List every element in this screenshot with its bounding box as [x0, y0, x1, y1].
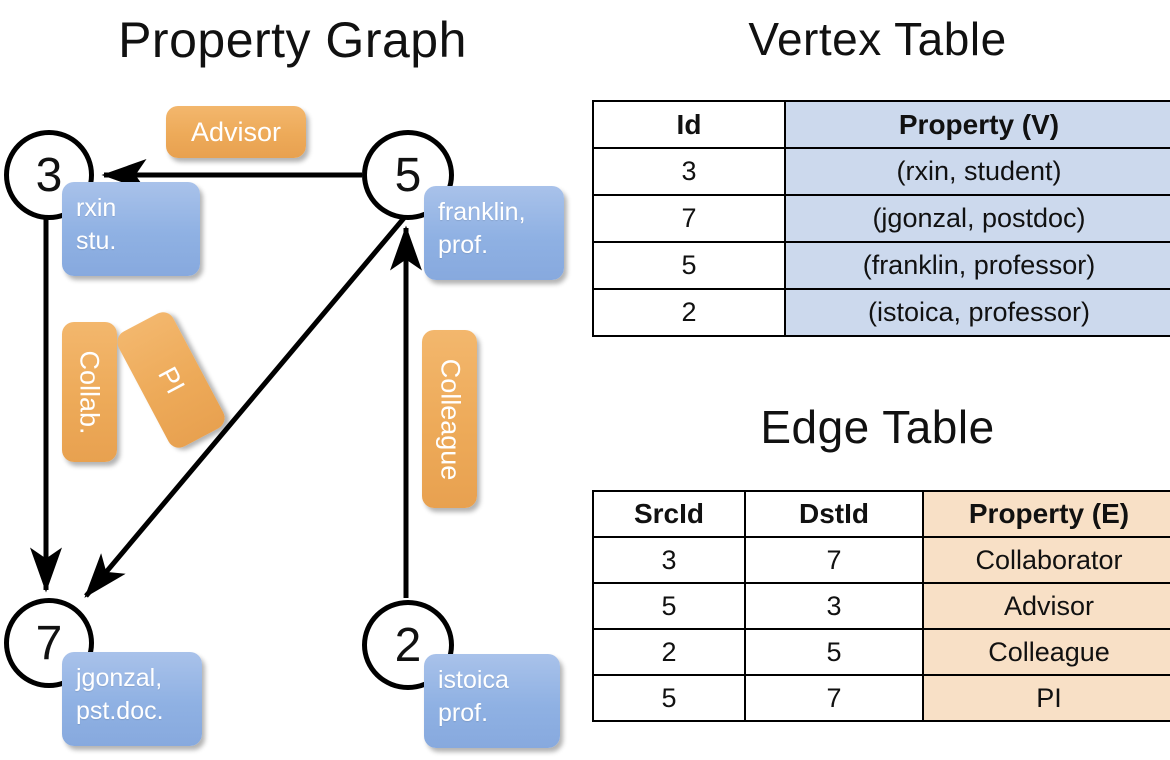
- edge-cell-property: PI: [922, 674, 1170, 722]
- edge-label-collab-text: Collab.: [75, 349, 106, 435]
- edge-cell-dstid: 5: [744, 628, 924, 676]
- vertex-table: Id Property (V) 3 (rxin, student) 7 (jgo…: [592, 100, 1170, 337]
- graph-edge-lines: [30, 159, 422, 598]
- node-property-2-line2: prof.: [438, 699, 489, 727]
- page-title-vertex-table: Vertex Table: [748, 13, 1007, 65]
- edge-cell-srcid: 3: [592, 536, 746, 584]
- vertex-cell-property: (franklin, professor): [784, 241, 1170, 290]
- edge-cell-dstid: 7: [744, 674, 924, 722]
- node-property-7-line1: jgonzal,: [76, 664, 163, 692]
- edge-table-header-row: SrcId DstId Property (E): [592, 490, 1170, 538]
- edge-cell-dstid: 3: [744, 582, 924, 630]
- graph-node-5-label: 5: [394, 148, 422, 202]
- vertex-table-header-property: Property (V): [784, 100, 1170, 149]
- table-row: 5 (franklin, professor): [592, 241, 1170, 290]
- node-property-box-7: jgonzal, pst.doc.: [62, 652, 202, 746]
- graph-node-7-label: 7: [35, 616, 63, 670]
- vertex-cell-property: (istoica, professor): [784, 288, 1170, 337]
- table-row: 3 7 Collaborator: [592, 536, 1170, 584]
- edge-cell-property: Colleague: [922, 628, 1170, 676]
- graph-node-2-label: 2: [394, 618, 422, 672]
- table-row: 2 5 Colleague: [592, 628, 1170, 676]
- edge-label-advisor: Advisor: [166, 106, 306, 158]
- edge-table-header-srcid: SrcId: [592, 490, 746, 538]
- node-property-box-3: rxin stu.: [62, 182, 200, 276]
- table-row: 5 7 PI: [592, 674, 1170, 722]
- edge-label-colleague-text: Colleague: [435, 358, 465, 480]
- vertex-table-header-row: Id Property (V): [592, 100, 1170, 149]
- node-property-3-line1: rxin: [76, 194, 117, 222]
- edge-cell-property: Advisor: [922, 582, 1170, 630]
- edge-label-pi-text: PI: [152, 361, 191, 399]
- node-property-box-2: istoica prof.: [424, 654, 560, 748]
- property-graph-diagram: 3 5 7 2 rxin stu. franklin, prof. jgonza…: [4, 106, 564, 748]
- graph-node-3-label: 3: [35, 148, 63, 202]
- node-property-box-5: franklin, prof.: [424, 186, 564, 280]
- edge-cell-srcid: 5: [592, 674, 746, 722]
- table-row: 2 (istoica, professor): [592, 288, 1170, 337]
- vertex-cell-property: (jgonzal, postdoc): [784, 194, 1170, 243]
- edge-table: SrcId DstId Property (E) 3 7 Collaborato…: [592, 490, 1170, 722]
- edge-table-header-property: Property (E): [922, 490, 1170, 538]
- node-property-2-line1: istoica: [438, 666, 509, 694]
- node-property-5-line2: prof.: [438, 231, 489, 259]
- vertex-cell-id: 3: [592, 147, 786, 196]
- edge-label-collab: Collab.: [62, 322, 117, 462]
- page-title-property-graph: Property Graph: [118, 12, 467, 68]
- graph-node-5[interactable]: 5: [362, 130, 454, 220]
- page-title-edge-table: Edge Table: [760, 401, 995, 453]
- vertex-cell-id: 5: [592, 241, 786, 290]
- node-property-5-line1: franklin,: [438, 198, 526, 226]
- edge-cell-srcid: 5: [592, 582, 746, 630]
- vertex-table-header-id: Id: [592, 100, 786, 149]
- table-row: 7 (jgonzal, postdoc): [592, 194, 1170, 243]
- edge-cell-srcid: 2: [592, 628, 746, 676]
- edge-label-advisor-text: Advisor: [190, 116, 282, 147]
- edge-cell-property: Collaborator: [922, 536, 1170, 584]
- table-row: 3 (rxin, student): [592, 147, 1170, 196]
- edge-label-colleague: Colleague: [422, 330, 477, 508]
- table-row: 5 3 Advisor: [592, 582, 1170, 630]
- vertex-cell-id: 2: [592, 288, 786, 337]
- edge-table-header-dstid: DstId: [744, 490, 924, 538]
- node-property-3-line2: stu.: [76, 227, 117, 255]
- edge-5-to-7: [84, 216, 406, 598]
- edge-cell-dstid: 7: [744, 536, 924, 584]
- vertex-cell-property: (rxin, student): [784, 147, 1170, 196]
- vertex-cell-id: 7: [592, 194, 786, 243]
- node-property-7-line2: pst.doc.: [76, 697, 164, 725]
- graph-node-2[interactable]: 2: [362, 600, 454, 690]
